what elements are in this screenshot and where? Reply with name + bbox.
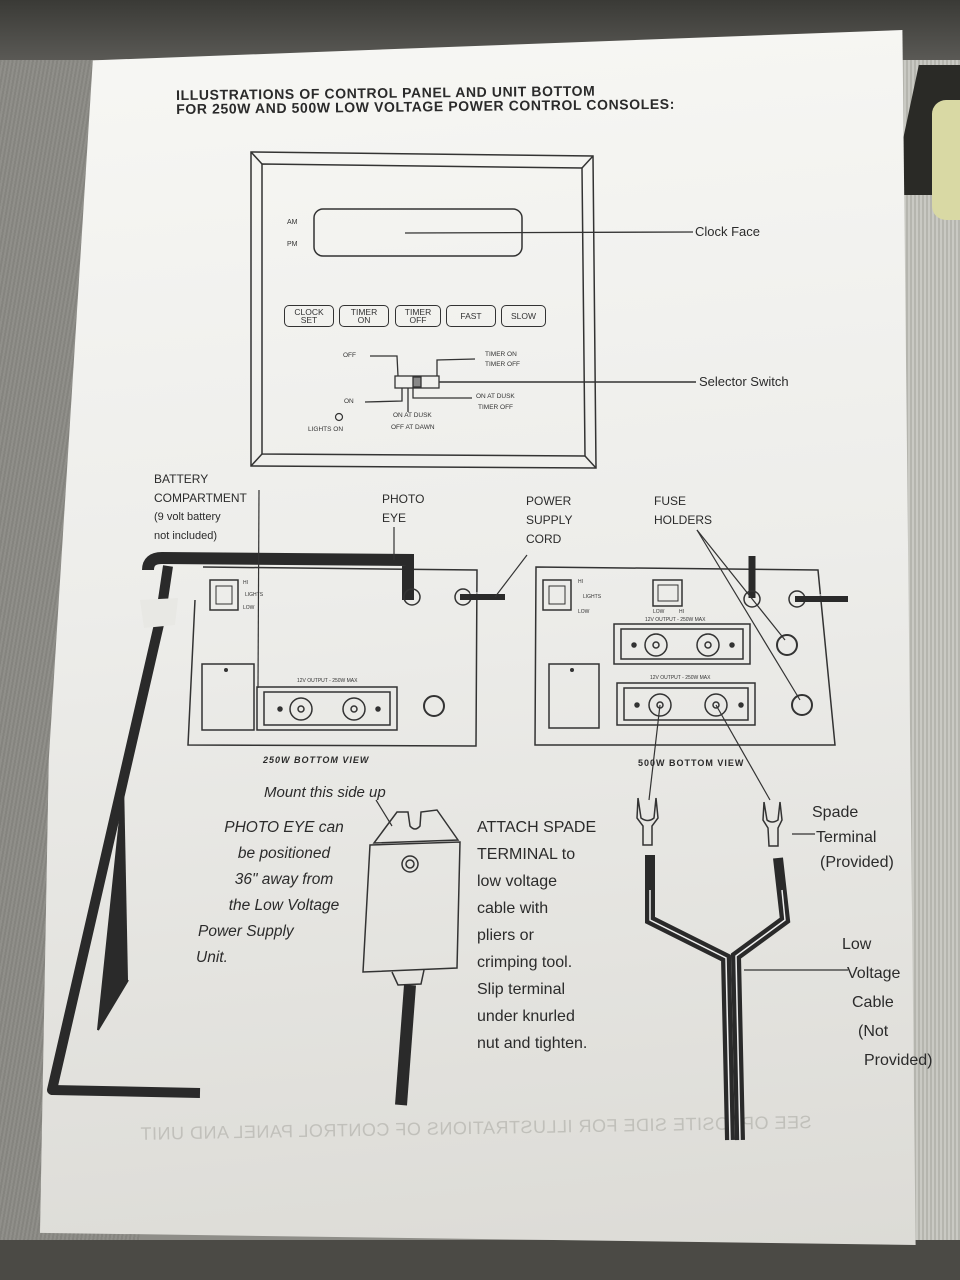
switch-lights-label-500w: LIGHTS (583, 594, 602, 600)
mount-side-note: Mount this side up (264, 784, 386, 801)
light-switch-500w (542, 579, 572, 611)
photo-eye-sensor (362, 809, 461, 986)
table-edge (0, 1240, 960, 1280)
fast-button[interactable]: FAST (446, 305, 496, 327)
photo-eye-position-note: PHOTO EYE can be positioned 36" away fro… (196, 819, 344, 966)
caption-500w: 500W BOTTOM VIEW (638, 758, 745, 768)
spade-terminal-right (762, 801, 783, 847)
output-terminal-strip-500w-a (613, 623, 751, 665)
switch-low-label-500w: LOW (578, 609, 590, 615)
light-switch-250w (209, 579, 239, 611)
photo-eye-cord (395, 984, 416, 1106)
slow-button[interactable]: SLOW (501, 305, 546, 327)
pm-label: PM (287, 241, 298, 248)
unit-500w-outline (534, 566, 836, 746)
switch-on-label: ON (344, 398, 354, 405)
clock-face-callout: Clock Face (695, 224, 761, 239)
selector-switch-callout: Selector Switch (699, 374, 789, 389)
fuse-holders-leader-a (696, 529, 786, 641)
control-panel-frame (250, 151, 597, 469)
spade-terminal-left (636, 797, 659, 846)
mount-arrow (97, 779, 129, 1031)
mount-side-leader (375, 799, 393, 827)
lights-on-indicator (334, 412, 344, 422)
spade-terminal-callout: Spade Terminal (Provided) (812, 804, 894, 871)
attach-instructions: ATTACH SPADE TERMINAL to low voltage cab… (477, 819, 597, 1052)
photo-eye-callout: PHOTO EYE (382, 492, 425, 525)
fuse-holder-500w-b (791, 694, 813, 716)
fuse-holders-callout: FUSE HOLDERS (654, 494, 713, 527)
am-label: AM (287, 219, 298, 226)
output-label-500w-b: 12V OUTPUT - 250W MAX (650, 675, 711, 681)
switch-dusk-timer-label-1: ON AT DUSK (476, 393, 515, 400)
terminal-leader-right (715, 704, 771, 801)
switch-timer-label-1: TIMER ON (485, 351, 517, 358)
switch2-low-label-500w: LOW (653, 609, 665, 615)
switch-hi-label-500w: HI (578, 579, 583, 585)
switch-dusk-dawn-label-2: OFF AT DAWN (391, 424, 435, 431)
power-supply-cord-callout: POWER SUPPLY CORD (526, 494, 573, 546)
unit-250w-outline (187, 566, 478, 747)
switch-timer-label-2: TIMER OFF (485, 361, 521, 368)
photo-eye-cable-run (47, 565, 201, 1098)
output-terminal-strip-500w-b (616, 682, 756, 726)
battery-leader (257, 489, 260, 689)
lights-on-label: LIGHTS ON (308, 426, 344, 433)
output-label-500w-a: 12V OUTPUT - 250W MAX (645, 617, 706, 623)
low-voltage-cable-callout: Low Voltage Cable (Not Provided) (842, 936, 933, 1069)
switch-dusk-dawn-label-1: ON AT DUSK (393, 412, 432, 419)
selector-switch (364, 355, 696, 412)
switch-hi-label-250w: HI (243, 580, 248, 586)
clock-face-leader (404, 231, 694, 234)
paper-corner-white (140, 598, 178, 628)
battery-compartment-500w (548, 663, 600, 729)
switch-low-label-250w: LOW (243, 605, 255, 611)
fuse-holders-leader-b (696, 529, 801, 701)
photo-eye-cable-250w (142, 551, 414, 600)
battery-compartment-callout: BATTERY COMPARTMENT (9 volt battery not … (154, 472, 247, 542)
switch-lights-label-250w: LIGHTS (245, 592, 264, 598)
caption-250w: 250W BOTTOM VIEW (263, 755, 370, 765)
power-cord-leader (494, 554, 528, 598)
low-voltage-cable-left (645, 855, 735, 1141)
switch-dusk-timer-label-2: TIMER OFF (478, 404, 514, 411)
output-terminal-strip-250w (256, 686, 398, 731)
battery-compartment-250w (201, 663, 255, 731)
low-voltage-cable-right (730, 857, 791, 1141)
yellow-object (932, 100, 960, 220)
switch-off-label: OFF (343, 352, 356, 359)
fuse-holder-250w (423, 695, 445, 717)
selector-switch-500w (652, 579, 683, 607)
fuse-holder-500w-a (776, 634, 798, 656)
switch2-hi-label-500w: HI (679, 609, 684, 615)
terminal-leader-left (648, 704, 661, 801)
output-label-250w: 12V OUTPUT - 250W MAX (297, 678, 358, 684)
